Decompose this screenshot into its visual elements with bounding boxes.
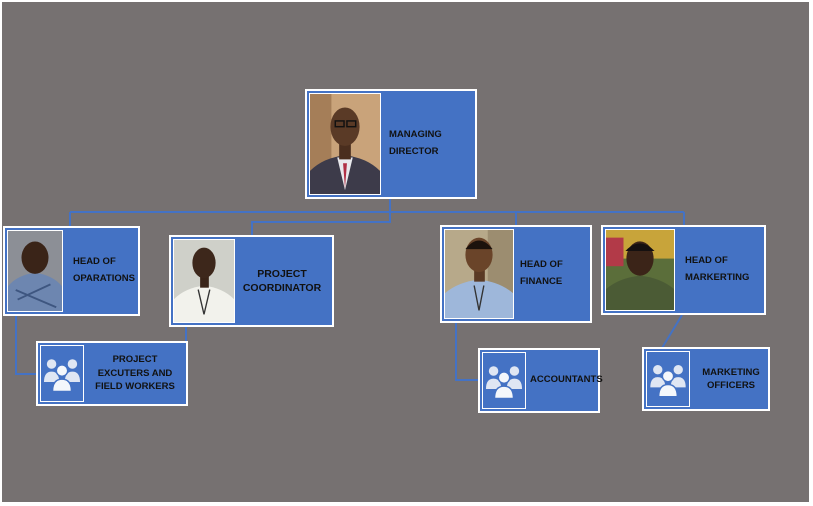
node-head-of-operations[interactable]: HEAD OF OPARATIONS — [3, 226, 140, 316]
node-label: HEAD OF FINANCE — [520, 259, 563, 287]
node-head-of-marketing[interactable]: HEAD OF MARKERTING — [601, 225, 766, 315]
person-photo-icon — [7, 230, 63, 312]
node-label: PROJECT EXCUTERS AND FIELD WORKERS — [95, 353, 175, 393]
people-group-icon — [482, 352, 526, 409]
node-accountants[interactable]: ACCOUNTANTS — [478, 348, 603, 413]
node-label: HEAD OF MARKERTING — [685, 255, 750, 283]
node-label: ACCOUNTANTS — [530, 374, 603, 386]
people-group-icon — [40, 345, 84, 402]
people-group-icon — [646, 351, 690, 407]
node-marketing-officers[interactable]: MARKETING OFFICERS — [642, 347, 770, 411]
node-label: MANAGING DIRECTOR — [389, 129, 442, 157]
node-project-executers[interactable]: PROJECT EXCUTERS AND FIELD WORKERS — [36, 341, 188, 406]
node-head-of-finance[interactable]: HEAD OF FINANCE — [440, 225, 592, 323]
node-label: MARKETING OFFICERS — [702, 366, 760, 391]
person-photo-icon — [173, 239, 235, 323]
node-project-coordinator[interactable]: PROJECT COORDINATOR — [169, 235, 334, 327]
node-managing-director[interactable]: MANAGING DIRECTOR — [305, 89, 477, 199]
node-label: PROJECT COORDINATOR — [242, 267, 322, 294]
person-photo-icon — [309, 93, 381, 195]
node-label: HEAD OF OPARATIONS — [73, 256, 135, 284]
person-photo-icon — [444, 229, 514, 319]
person-photo-icon — [605, 229, 675, 311]
